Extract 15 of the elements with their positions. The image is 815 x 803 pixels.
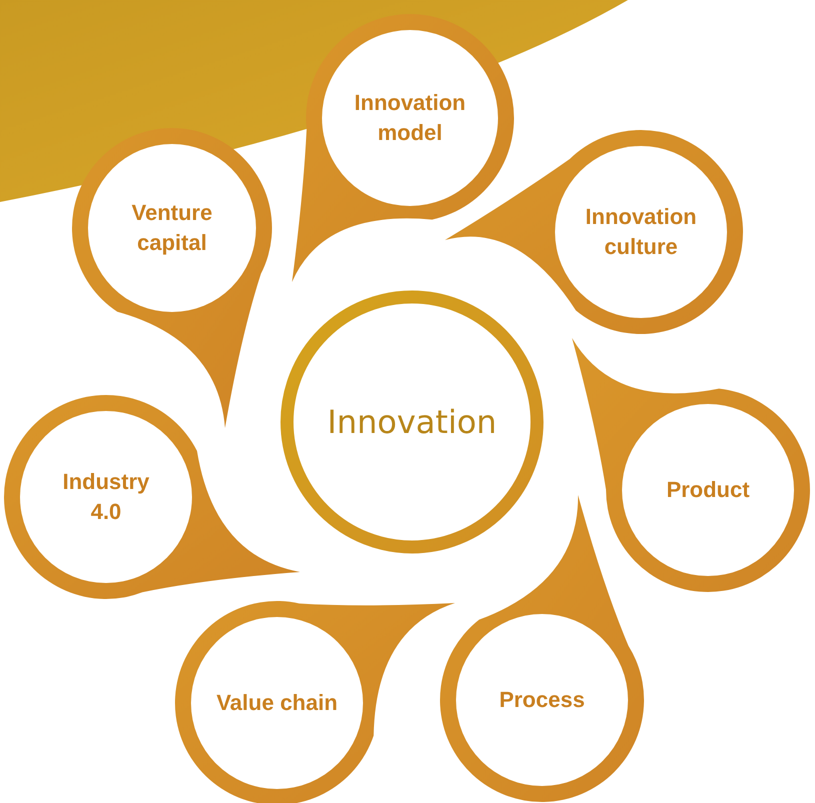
node-label: Product [665, 476, 751, 504]
teardrop-shape [570, 336, 812, 594]
node-label: Industry 4.0 [62, 468, 150, 526]
node-label: Venture capital [130, 199, 214, 257]
center-label: Innovation [326, 402, 498, 443]
node-label: Process [498, 686, 586, 714]
teardrop-shape [173, 599, 457, 803]
center-circle [280, 290, 544, 554]
node-label: Innovation model [353, 89, 467, 147]
teardrop-shape [290, 12, 516, 284]
teardrop-shape [438, 493, 646, 803]
teardrop-shape [2, 393, 302, 601]
teardrop-shape [443, 128, 745, 336]
node-label: Innovation culture [584, 203, 698, 261]
node-label: Value chain [215, 689, 339, 717]
